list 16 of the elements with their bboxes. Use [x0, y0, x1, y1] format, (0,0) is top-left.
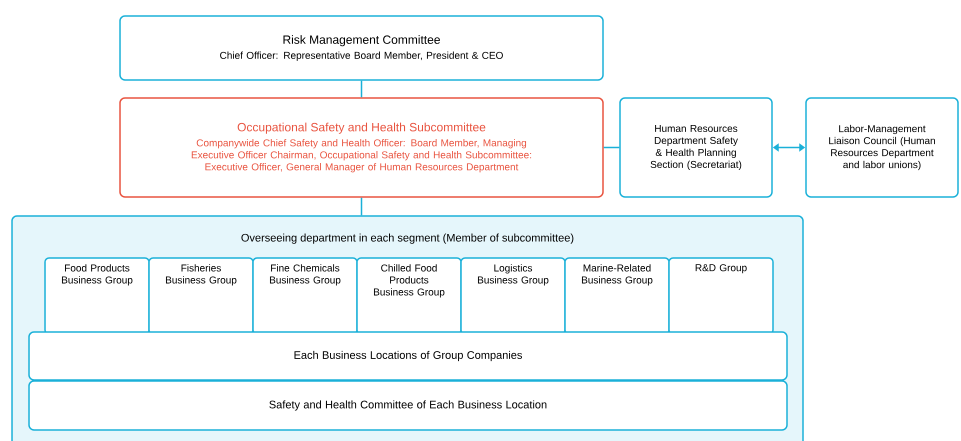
- group-box: Food Products Business Group: [44, 257, 150, 335]
- connector-line: [360, 80, 362, 98]
- connector-line: [360, 198, 362, 216]
- group-box: R&D Group: [668, 257, 774, 335]
- subcommittee-box: Occupational Safety and Health Subcommittee Companywide Chief Safety and Health Officer: Board Member, Managing Executive Officer Chairman, Occupational Safety and Health Subcommittee: Executive Officer, General Manager of Human Resources Department: [119, 97, 604, 198]
- committee-box: Risk Management Committee Chief Officer: Representative Board Member, President & CEO: [119, 15, 604, 81]
- group-box: Fine Chemicals Business Group: [252, 257, 358, 335]
- council-box: Labor-Management Liaison Council (Human Resources Department and labor unions): [805, 97, 959, 198]
- location-box: Each Business Locations of Group Companies: [28, 331, 788, 381]
- group-box: Fisheries Business Group: [148, 257, 254, 335]
- connector-line: [604, 146, 620, 148]
- group-box: Marine-Related Business Group: [564, 257, 670, 335]
- group-box: Chilled Food Products Business Group: [356, 257, 462, 335]
- group-box: Logistics Business Group: [460, 257, 566, 335]
- section-box: Human Resources Department Safety & Health Planning Section (Secretariat): [619, 97, 773, 198]
- committee-box: Safety and Health Committee of Each Business Location: [28, 380, 788, 431]
